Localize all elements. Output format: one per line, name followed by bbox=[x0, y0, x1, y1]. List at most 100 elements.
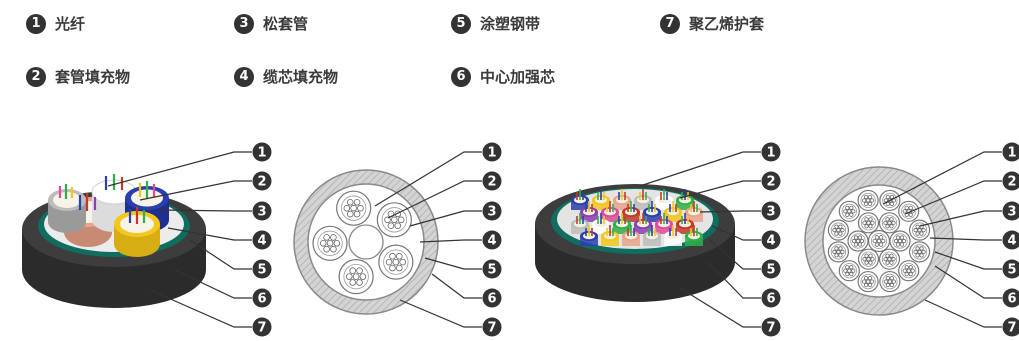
callout-badge bbox=[1002, 201, 1019, 221]
callout-number: 1 bbox=[766, 146, 775, 161]
optical-fiber bbox=[349, 279, 356, 286]
loose-tube bbox=[312, 225, 348, 261]
legend-label: 缆芯填充物 bbox=[263, 68, 339, 86]
optical-fiber bbox=[352, 273, 360, 280]
optical-fiber bbox=[913, 249, 918, 254]
loose-tube bbox=[571, 213, 589, 234]
optical-fiber bbox=[323, 234, 330, 241]
callout-number: 5 bbox=[1007, 263, 1016, 278]
callout-badge bbox=[482, 288, 502, 308]
optical-fiber bbox=[887, 279, 892, 284]
optical-fiber bbox=[359, 273, 367, 280]
leader-line bbox=[934, 251, 1002, 270]
optical-fiber bbox=[910, 268, 915, 273]
leader-line bbox=[709, 239, 761, 270]
loose-tube bbox=[571, 189, 589, 210]
callout-5: 5 bbox=[424, 257, 502, 279]
optical-fiber bbox=[919, 253, 924, 258]
optical-fiber bbox=[921, 228, 926, 233]
optical-fiber bbox=[853, 235, 859, 240]
optical-fiber bbox=[885, 224, 890, 229]
callout-number: 1 bbox=[257, 146, 266, 161]
optical-fiber bbox=[885, 276, 890, 281]
legend-label: 套管填充物 bbox=[55, 68, 131, 86]
optical-fiber bbox=[897, 238, 903, 244]
callout-4: 4 bbox=[711, 225, 781, 250]
leader-line bbox=[679, 287, 761, 328]
loose-tube bbox=[898, 200, 920, 222]
optical-fiber bbox=[349, 267, 356, 275]
optical-fiber bbox=[872, 238, 877, 244]
callout-number: 2 bbox=[487, 175, 496, 190]
callout-badge bbox=[1002, 142, 1019, 162]
legend-item-7: 7 聚乙烯护套 bbox=[660, 13, 764, 34]
callout-1: 1 bbox=[374, 142, 502, 207]
optical-fiber bbox=[889, 260, 894, 265]
optical-fiber bbox=[915, 246, 920, 251]
optical-fiber bbox=[385, 258, 393, 266]
optical-fiber bbox=[887, 220, 892, 225]
loose-tube bbox=[655, 213, 673, 234]
optical-fiber bbox=[915, 231, 920, 236]
optical-fiber bbox=[859, 238, 865, 244]
callout-badge bbox=[252, 230, 272, 250]
legend-number-badge: 7 bbox=[660, 13, 680, 34]
callout-4: 4 bbox=[419, 230, 502, 250]
callout-number: 3 bbox=[257, 205, 266, 220]
optical-fiber bbox=[917, 249, 922, 254]
leader-line bbox=[107, 151, 252, 187]
optical-fiber bbox=[356, 279, 363, 286]
optical-fiber bbox=[853, 242, 859, 247]
optical-fiber bbox=[843, 209, 848, 214]
optical-fiber bbox=[864, 282, 869, 288]
callout-badge bbox=[482, 230, 502, 250]
callout-5: 5 bbox=[709, 239, 781, 279]
leader-line bbox=[904, 180, 1002, 215]
leader-line bbox=[189, 239, 252, 270]
optical-fiber bbox=[885, 253, 890, 258]
loose-tube bbox=[580, 225, 598, 246]
loose-tube bbox=[655, 189, 673, 210]
optical-fiber bbox=[851, 268, 856, 273]
optical-fiber bbox=[902, 268, 907, 273]
leader-line bbox=[679, 180, 761, 199]
optical-fiber bbox=[836, 228, 841, 233]
callout-number: 3 bbox=[1007, 205, 1016, 220]
callout-3: 3 bbox=[919, 201, 1019, 227]
callout-number: 5 bbox=[487, 263, 496, 278]
optical-fiber bbox=[849, 265, 854, 270]
callout-number: 5 bbox=[766, 263, 775, 278]
optical-fiber bbox=[891, 220, 896, 225]
leader-line bbox=[711, 225, 761, 241]
callout-number: 2 bbox=[1007, 175, 1016, 190]
optical-fiber bbox=[864, 201, 869, 206]
optical-fiber bbox=[838, 253, 843, 258]
optical-fiber bbox=[878, 235, 884, 240]
optical-fiber bbox=[868, 276, 873, 281]
optical-fiber bbox=[889, 217, 894, 222]
cable-b-cross-section bbox=[293, 169, 439, 315]
optical-fiber bbox=[899, 242, 905, 247]
optical-fiber bbox=[868, 201, 873, 206]
optical-fiber bbox=[384, 216, 391, 224]
callout-3: 3 bbox=[159, 201, 272, 221]
callout-badge bbox=[482, 171, 502, 191]
optical-fiber bbox=[870, 257, 875, 262]
optical-fiber bbox=[885, 260, 890, 265]
optical-fiber bbox=[885, 282, 890, 288]
optical-fiber bbox=[904, 205, 909, 210]
optical-fiber bbox=[889, 276, 894, 281]
optical-fiber bbox=[908, 265, 913, 270]
callout-badge bbox=[482, 317, 502, 337]
optical-fiber bbox=[866, 198, 871, 203]
optical-fiber bbox=[893, 238, 899, 244]
optical-fiber bbox=[357, 204, 364, 212]
leader-line bbox=[707, 261, 761, 299]
callout-number: 1 bbox=[487, 146, 496, 161]
optical-fiber bbox=[908, 205, 913, 210]
optical-fiber bbox=[868, 253, 873, 258]
optical-fiber bbox=[326, 239, 334, 247]
callout-6: 6 bbox=[174, 269, 272, 308]
